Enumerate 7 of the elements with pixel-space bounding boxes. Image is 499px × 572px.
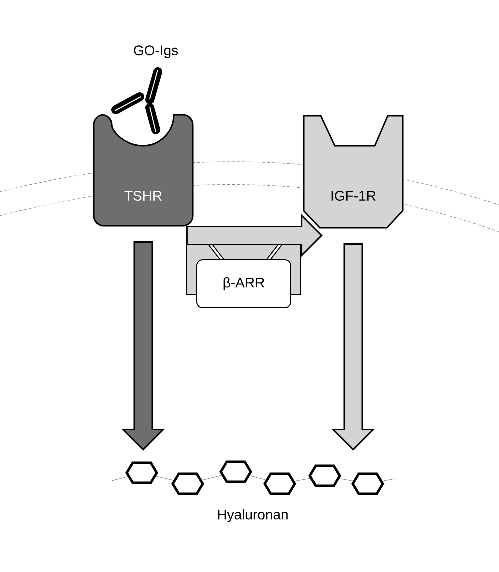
block-arrow xyxy=(332,243,376,451)
block-arrow xyxy=(122,241,166,451)
block-arrow xyxy=(186,214,323,258)
protein-box: β-ARR xyxy=(196,260,292,308)
polymer-chain xyxy=(112,460,396,496)
label-text: GO-Igs xyxy=(134,46,178,58)
label-text: Hyaluronan xyxy=(218,509,288,523)
